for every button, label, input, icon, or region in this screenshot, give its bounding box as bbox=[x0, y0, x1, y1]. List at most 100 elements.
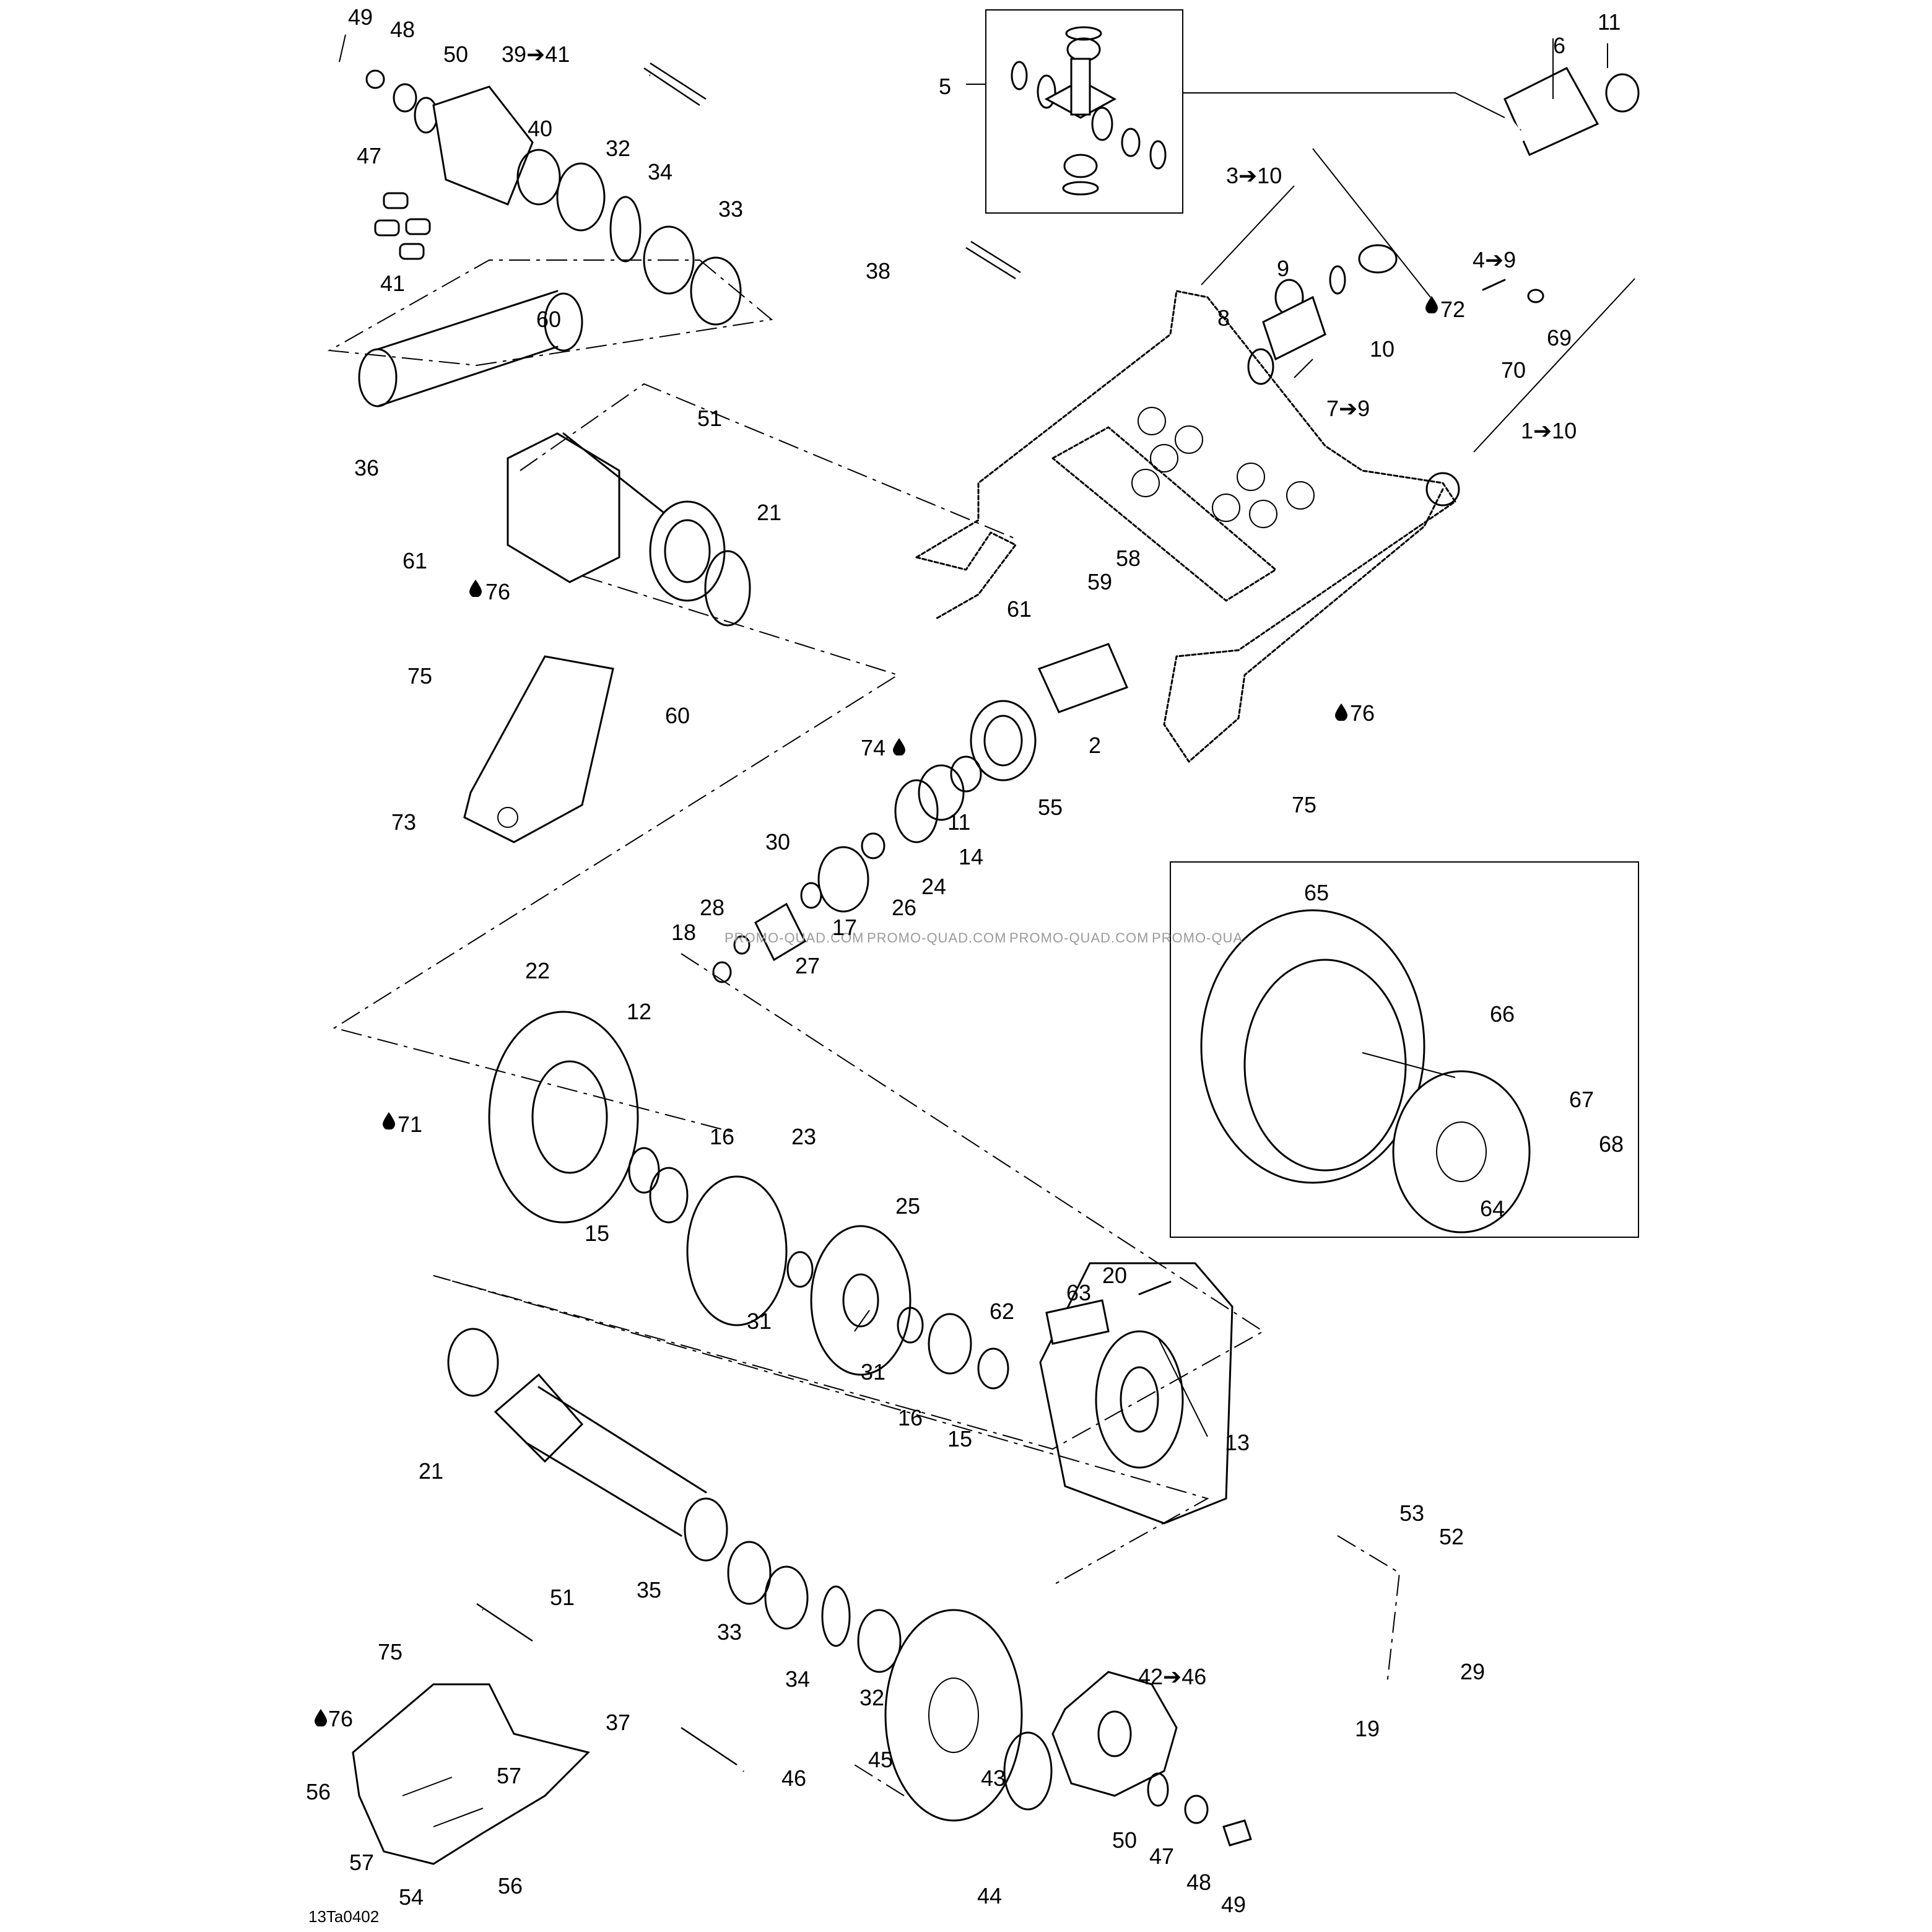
callout-label: 40 bbox=[528, 116, 552, 141]
callout-label: 50 bbox=[443, 41, 468, 67]
callout-label: 54 bbox=[399, 1884, 424, 1910]
callout-label: 32 bbox=[859, 1685, 884, 1710]
callout-label: 11 bbox=[1598, 9, 1621, 35]
axle-tube-35 bbox=[447, 1328, 902, 1673]
callout-label: 21 bbox=[757, 500, 781, 525]
callout-label: 3➔10 bbox=[1226, 163, 1282, 188]
callout-label: 11 bbox=[947, 809, 970, 835]
watermark-text-4: PROMO-QUA bbox=[1152, 930, 1243, 946]
skid-plate-54 bbox=[352, 1683, 590, 1865]
callout-label: 5 bbox=[939, 74, 951, 99]
callout-label: 47 bbox=[357, 143, 381, 168]
brake-disc-45 bbox=[884, 1609, 1053, 1822]
swing-arm-frame bbox=[915, 290, 1460, 763]
callout-label: 57 bbox=[497, 1763, 521, 1788]
callout-label: 7➔9 bbox=[1326, 396, 1370, 421]
drawing-code: 13Ta0402 bbox=[308, 1907, 379, 1926]
callout-label: 23 bbox=[791, 1124, 816, 1149]
callout-label: 44 bbox=[977, 1883, 1002, 1908]
pinion-stack bbox=[712, 643, 1129, 983]
axle-shaft-bottom bbox=[476, 1603, 745, 1774]
callout-label: 31 bbox=[861, 1359, 886, 1385]
callout-label: 59 bbox=[1087, 569, 1112, 594]
callout-label: 76 bbox=[328, 1706, 353, 1731]
lubricant-drop-icon bbox=[893, 738, 905, 755]
watermark-text-2: PROMO-QUAD.COM bbox=[867, 930, 1006, 946]
callout-label: 38 bbox=[866, 258, 890, 284]
drive-shaft-assembly bbox=[1247, 67, 1640, 385]
callout-label: 53 bbox=[1399, 1500, 1424, 1526]
callout-label: 68 bbox=[1599, 1131, 1624, 1157]
u-joint-kit bbox=[1011, 26, 1167, 196]
callout-label: 26 bbox=[892, 895, 916, 920]
callout-labels: 49 48 50 39➔41 47 40 32 34 33 41 38 5 6 … bbox=[306, 4, 1624, 1917]
callout-label: 73 bbox=[391, 809, 416, 835]
axle-tube-36 bbox=[358, 290, 751, 627]
lubricant-drop-icon bbox=[1425, 296, 1438, 313]
wheel-tire-65 bbox=[1200, 909, 1425, 1184]
callout-label: 20 bbox=[1102, 1263, 1127, 1288]
callout-label: 69 bbox=[1547, 325, 1572, 350]
callout-label: 65 bbox=[1304, 880, 1329, 905]
callout-label: 24 bbox=[921, 874, 946, 899]
callout-label: 10 bbox=[1370, 336, 1395, 362]
callout-label: 37 bbox=[606, 1710, 630, 1735]
callout-label: 66 bbox=[1490, 1001, 1515, 1027]
callout-label: 30 bbox=[765, 829, 790, 855]
callout-label: 71 bbox=[398, 1112, 422, 1137]
callout-label: 50 bbox=[1112, 1827, 1137, 1853]
watermark: PROMO-QUAD.COM PROMO-QUAD.COM PROMO-QUAD… bbox=[724, 930, 1243, 946]
callout-label: 9 bbox=[1277, 256, 1289, 281]
callout-label: 36 bbox=[354, 455, 379, 481]
callout-label: 45 bbox=[868, 1747, 893, 1772]
callout-label: 14 bbox=[959, 844, 983, 869]
callout-label: 49 bbox=[1221, 1892, 1246, 1917]
watermark-text-1: PROMO-QUAD.COM bbox=[724, 930, 864, 946]
callout-label: 25 bbox=[895, 1193, 920, 1219]
callout-label: 62 bbox=[990, 1299, 1014, 1324]
callout-label: 21 bbox=[419, 1458, 443, 1484]
watermark-text-3: PROMO-QUAD.COM bbox=[1009, 930, 1149, 946]
leader-lines bbox=[339, 34, 1635, 1437]
callout-label: 34 bbox=[648, 159, 672, 185]
callout-label: 15 bbox=[947, 1426, 972, 1451]
callout-label: 8 bbox=[1217, 305, 1230, 331]
callout-label: 48 bbox=[390, 17, 415, 42]
callout-label: 61 bbox=[1007, 596, 1032, 622]
callout-label: 49 bbox=[348, 4, 373, 30]
callout-label: 1➔10 bbox=[1521, 418, 1577, 443]
callout-label: 56 bbox=[498, 1873, 523, 1899]
callout-label: 76 bbox=[485, 579, 510, 604]
callout-label: 46 bbox=[781, 1765, 806, 1791]
lubricant-drop-icon bbox=[315, 1709, 327, 1726]
housing-12 bbox=[488, 1011, 1009, 1390]
callout-label: 13 bbox=[1225, 1430, 1250, 1455]
callout-label: 34 bbox=[785, 1666, 810, 1692]
bracket-73 bbox=[463, 655, 614, 843]
callout-label: 4➔9 bbox=[1473, 247, 1516, 272]
callout-label: 33 bbox=[718, 196, 743, 222]
callout-label: 35 bbox=[637, 1577, 661, 1603]
callout-label: 32 bbox=[606, 136, 630, 161]
callout-label: 76 bbox=[1350, 700, 1375, 726]
hub-42-46 bbox=[1051, 1671, 1252, 1847]
callout-label: 74 bbox=[861, 735, 886, 760]
callout-label: 58 bbox=[1116, 546, 1141, 571]
callout-label: 57 bbox=[349, 1850, 374, 1875]
wheel-inset-frame bbox=[1170, 861, 1639, 1238]
callout-label: 33 bbox=[717, 1619, 742, 1645]
callout-label: 27 bbox=[795, 953, 820, 978]
callout-label: 61 bbox=[402, 548, 427, 573]
callout-label: 55 bbox=[1038, 794, 1063, 820]
callout-label: 43 bbox=[981, 1765, 1006, 1791]
callout-label: 16 bbox=[898, 1405, 923, 1430]
callout-label: 39➔41 bbox=[502, 41, 570, 67]
callout-label: 6 bbox=[1553, 33, 1565, 58]
callout-label: 19 bbox=[1355, 1716, 1380, 1741]
callout-label: 75 bbox=[1292, 792, 1316, 817]
callout-label: 75 bbox=[407, 663, 432, 689]
callout-label: 12 bbox=[627, 999, 651, 1024]
callout-label: 70 bbox=[1501, 357, 1526, 383]
u-joint-inset-frame bbox=[985, 9, 1183, 214]
